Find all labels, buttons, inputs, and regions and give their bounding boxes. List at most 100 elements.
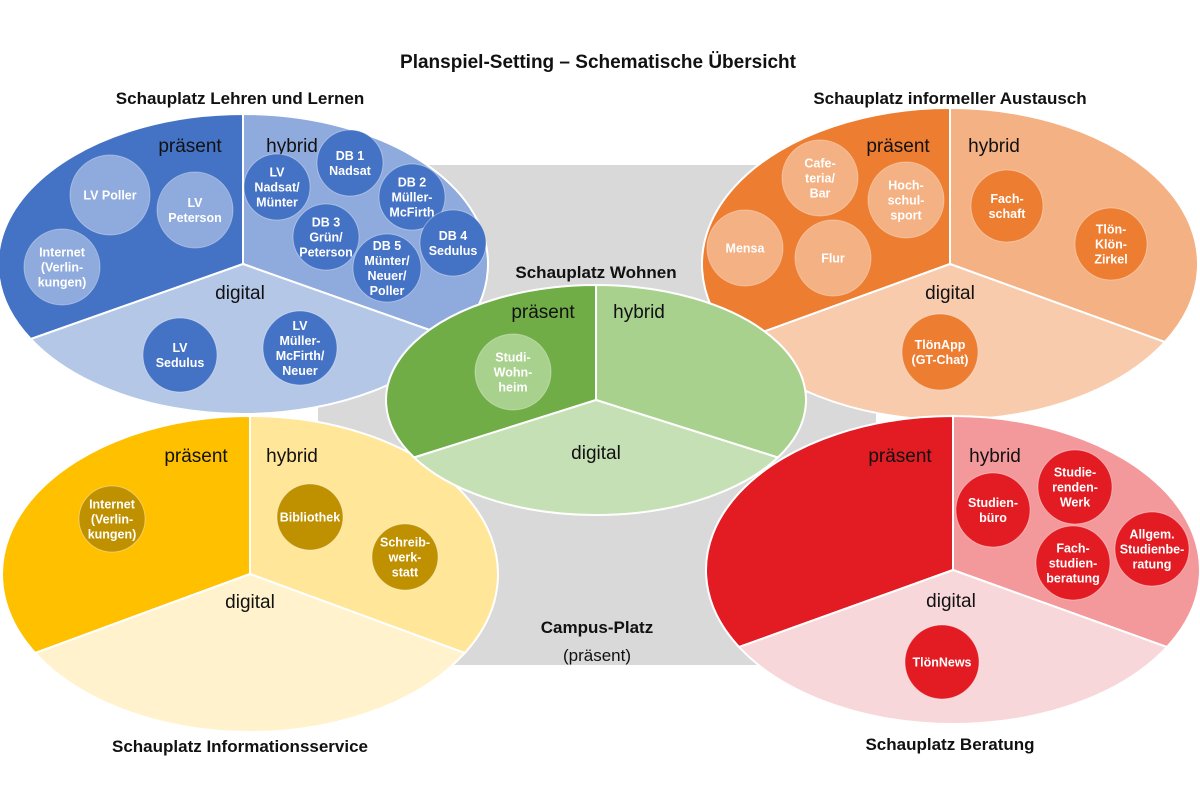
node-circle	[904, 624, 980, 700]
info-label-hybrid: hybrid	[266, 446, 318, 467]
campus-mode: (präsent)	[563, 646, 631, 665]
info-node: Bibliothek	[276, 483, 344, 551]
beratung-label-hybrid: hybrid	[969, 446, 1021, 467]
node-circle	[23, 228, 101, 306]
node-label-line: Internet	[39, 246, 86, 260]
wohnen-sector-hybrid	[595, 283, 807, 459]
node-label: TlönApp(GT-Chat)	[912, 338, 969, 367]
node-label: Internet(Verlin-kungen)	[38, 246, 87, 290]
node-label-line: (Verlin-	[41, 261, 83, 275]
node-label-line: Sedulus	[156, 356, 205, 370]
beratung-label-praesent: präsent	[868, 446, 932, 467]
node-label-line: beratung	[1046, 572, 1099, 586]
beratung-sector-praesent	[705, 414, 954, 649]
austausch-label-hybrid: hybrid	[968, 136, 1020, 157]
beratung-node: Fach-studien-beratung	[1035, 525, 1111, 601]
node-circle	[794, 219, 872, 297]
node-circle	[1074, 207, 1148, 281]
node-label-line: DB 5	[373, 239, 402, 253]
node-label: LV Poller	[83, 189, 136, 203]
node-circle	[156, 171, 234, 249]
node-label: Internet(Verlin-kungen)	[88, 498, 137, 542]
node-label-line: sport	[890, 209, 922, 223]
austausch-label-praesent: präsent	[866, 136, 930, 157]
wohnen-label-praesent: präsent	[511, 302, 575, 323]
node-label-line: Grün/	[309, 231, 343, 245]
node-label-line: Peterson	[168, 211, 222, 225]
node-circle	[276, 483, 344, 551]
node-label: Fach-schaft	[989, 192, 1027, 221]
node-circle	[901, 313, 979, 391]
node-circle	[378, 163, 446, 231]
node-label-line: Wohn-	[494, 366, 533, 380]
node-label-line: DB 3	[312, 216, 341, 230]
node-label: Flur	[821, 252, 845, 266]
node-label-line: Peterson	[299, 246, 353, 260]
node-label-line: TlönNews	[912, 656, 971, 670]
node-label: TlönNews	[912, 656, 971, 670]
austausch-node: TlönApp(GT-Chat)	[901, 313, 979, 391]
node-label-line: statt	[392, 566, 419, 580]
node-label: Studie-renden-Werk	[1052, 466, 1098, 510]
node-label-line: LV Poller	[83, 189, 136, 203]
node-label-line: kungen)	[88, 528, 137, 542]
node-label-line: LV	[292, 319, 308, 333]
campus-label: Campus-Platz	[541, 618, 653, 637]
node-circle	[243, 153, 311, 221]
wohnen-sector-digital	[412, 398, 780, 516]
node-label-line: Flur	[821, 252, 845, 266]
node-label-line: heim	[498, 381, 527, 395]
node-label: Schreib-werk-statt	[380, 536, 430, 580]
wohnen-node: Studi-Wohn-heim	[474, 333, 552, 411]
node-label-line: Mensa	[726, 242, 766, 256]
node-label: Tlön-Klön-Zirkel	[1094, 223, 1127, 267]
node-label-line: kungen)	[38, 276, 87, 290]
node-circle	[419, 209, 487, 277]
node-label-line: Zirkel	[1094, 253, 1127, 267]
node-label: Bibliothek	[280, 511, 340, 525]
venue-title-wohnen: Schauplatz Wohnen	[515, 263, 676, 282]
info-label-digital: digital	[225, 592, 275, 613]
node-label-line: LV	[269, 166, 285, 180]
lehren-node: Internet(Verlin-kungen)	[23, 228, 101, 306]
node-circle	[352, 233, 422, 303]
node-label-line: LV	[172, 341, 188, 355]
node-circle	[142, 317, 218, 393]
node-circle	[955, 472, 1031, 548]
venue-title-info: Schauplatz Informationsservice	[112, 737, 368, 756]
node-label-line: Bar	[810, 187, 831, 201]
node-label-line: TlönApp	[915, 338, 966, 352]
austausch-label-digital: digital	[925, 283, 975, 304]
node-label-line: Fach-	[990, 192, 1023, 206]
node-label-line: büro	[979, 511, 1007, 525]
node-label-line: Fach-	[1056, 542, 1089, 556]
node-label-line: Studie-	[1054, 466, 1096, 480]
lehren-label-digital: digital	[215, 283, 265, 304]
node-label: Fach-studien-beratung	[1046, 542, 1099, 586]
node-label-line: Klön-	[1095, 238, 1127, 252]
node-label: Allgem.Studienbe-ratung	[1120, 528, 1185, 572]
node-label-line: Cafe-	[804, 157, 835, 171]
node-label-line: renden-	[1052, 481, 1098, 495]
node-label-line: Bibliothek	[280, 511, 340, 525]
node-label-line: (GT-Chat)	[912, 353, 969, 367]
node-label-line: Hoch-	[888, 179, 923, 193]
node-label-line: Nadsat/	[254, 181, 300, 195]
node-circle	[292, 203, 360, 271]
node-label-line: Studienbe-	[1120, 543, 1185, 557]
node-label-line: DB 1	[336, 149, 365, 163]
